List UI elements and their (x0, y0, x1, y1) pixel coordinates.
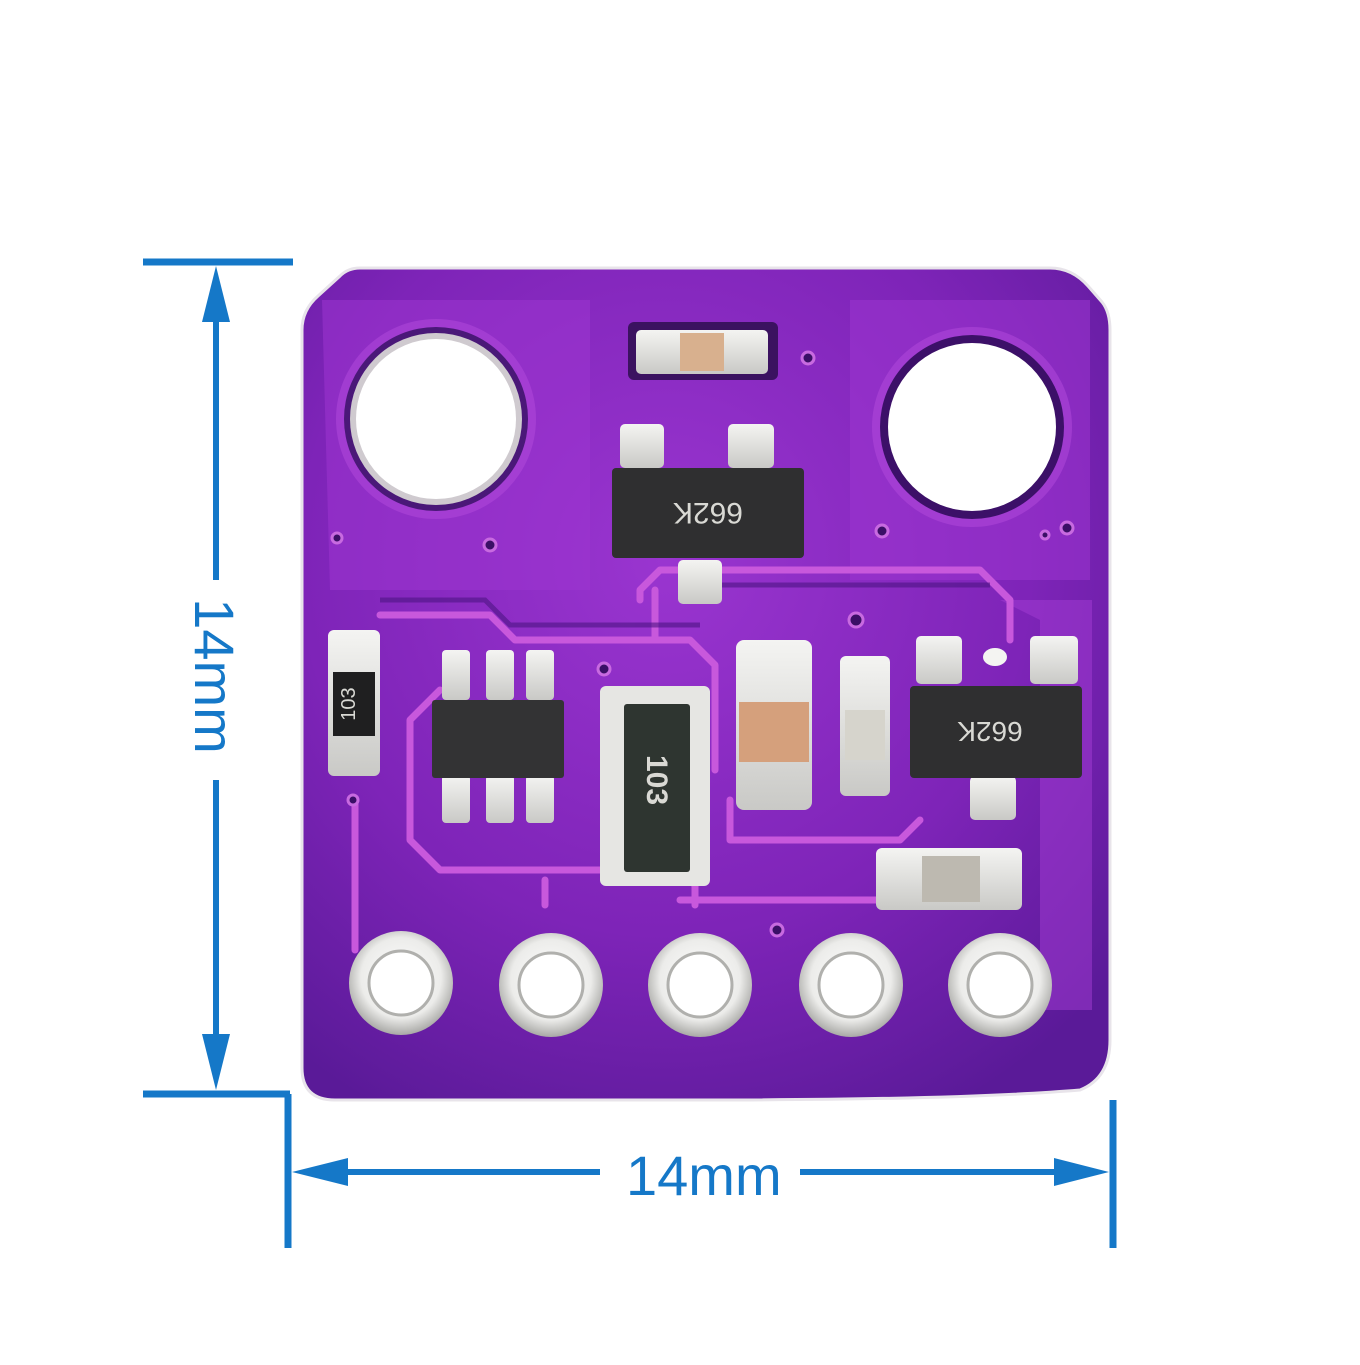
header-pin-3 (648, 933, 752, 1037)
mounting-hole-left (336, 319, 536, 519)
resistor-left: 103 (328, 630, 380, 776)
pcb-board: 662K 103 103 (300, 266, 1112, 1102)
capacitor-large (736, 640, 812, 810)
width-dimension (284, 1094, 1117, 1248)
arrow-right-icon (1054, 1158, 1109, 1186)
resistor-left-marking: 103 (338, 687, 360, 720)
regulator-right-marking: 662K (957, 716, 1023, 747)
resistor-array-marking: 103 (640, 755, 673, 805)
arrow-up-icon (202, 266, 230, 322)
height-dimension-label: 14mm (183, 592, 246, 760)
header-pin-1 (349, 931, 453, 1035)
arrow-left-icon (292, 1158, 348, 1186)
header-pin-2 (499, 933, 603, 1037)
regulator-top: 662K (612, 424, 804, 604)
header-pins (349, 931, 1052, 1037)
height-dimension (143, 258, 293, 1098)
mounting-hole-right (872, 327, 1072, 527)
header-pin-5 (948, 933, 1052, 1037)
sot23-6-chip (432, 650, 564, 823)
capacitor-small (840, 656, 890, 796)
resistor-array: 103 (600, 686, 710, 886)
width-dimension-label: 14mm (622, 1148, 786, 1204)
header-pin-4 (799, 933, 903, 1037)
regulator-top-marking: 662K (673, 496, 743, 529)
capacitor-bottom-right (876, 848, 1022, 910)
regulator-right: 662K (910, 636, 1082, 820)
capacitor-top (628, 322, 778, 380)
vias (330, 350, 1075, 938)
arrow-down-icon (202, 1034, 230, 1090)
